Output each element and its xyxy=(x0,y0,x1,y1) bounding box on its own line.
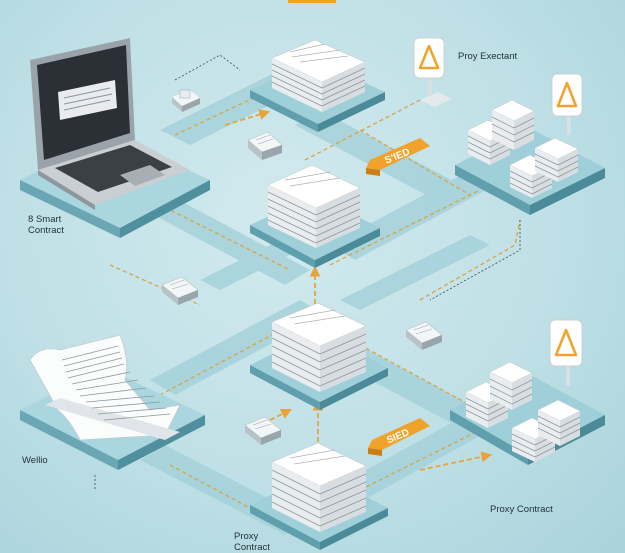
document-icon xyxy=(29,334,181,441)
smart-contract-label: 8 Smart Contract xyxy=(28,214,64,236)
card-icon xyxy=(161,276,199,305)
document-node xyxy=(20,334,205,470)
top-accent-bar xyxy=(288,0,336,3)
card-icon xyxy=(244,416,282,445)
smart-contract-number: 8 xyxy=(28,214,34,225)
card-icon xyxy=(405,321,443,350)
warning-sign-icon xyxy=(551,73,583,135)
server-stack-bottom xyxy=(250,442,388,550)
proxy-contract-right-label: Proxy Contract xyxy=(490,504,553,515)
laptop-icon xyxy=(30,38,190,210)
server-stack-top xyxy=(250,39,385,132)
card-icon xyxy=(172,89,200,112)
proxy-contract-bottom-line2: Contract xyxy=(234,542,270,553)
wellio-label: Wellio xyxy=(22,455,48,466)
proxy-contract-bottom-line1: Proxy xyxy=(234,531,259,542)
warning-sign-icon xyxy=(413,37,452,107)
smart-contract-word: Smart xyxy=(35,214,62,225)
laptop-node xyxy=(20,38,210,238)
server-cluster-bottom-right xyxy=(450,361,605,465)
warning-sign-icon xyxy=(549,319,583,386)
dashed-connectors xyxy=(109,94,521,536)
proxy-contract-bottom-label: Proxy Contract xyxy=(234,531,270,553)
proxy-executant-label: Proy Exectant xyxy=(458,51,518,62)
server-stack-lower xyxy=(250,302,388,410)
smart-contract-word2: Contract xyxy=(28,225,64,236)
thin-leaders xyxy=(94,54,521,490)
server-stack-middle xyxy=(250,164,380,268)
tag-bottom-label: SIED xyxy=(385,427,411,446)
server-cluster-top-right xyxy=(455,99,605,215)
flow-arrows xyxy=(224,109,493,471)
card-icon xyxy=(247,131,283,160)
